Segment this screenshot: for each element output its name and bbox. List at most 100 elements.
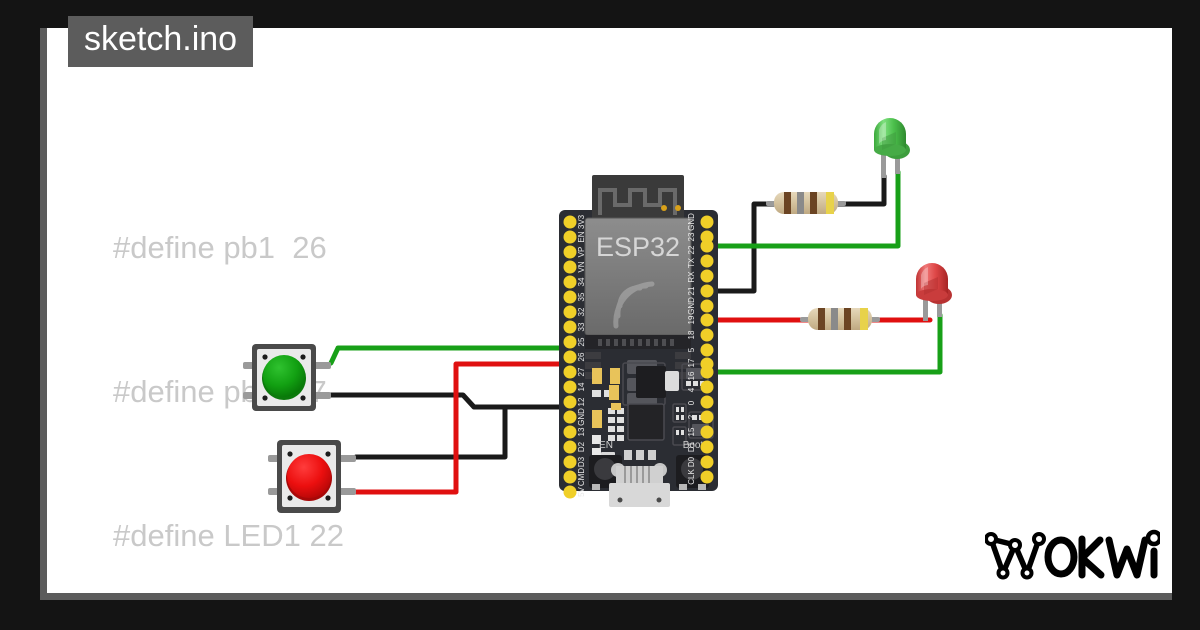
- svg-text:34: 34: [577, 277, 586, 286]
- pin-EN[interactable]: [563, 230, 577, 244]
- svg-text:23: 23: [687, 232, 696, 241]
- wokwi-logo-letters: [1044, 535, 1158, 579]
- resistor-bottom-band-gold: [860, 308, 868, 330]
- led-green-anode-lead: [895, 150, 900, 174]
- pin-12[interactable]: [563, 395, 577, 409]
- pin-D0[interactable]: [700, 455, 714, 469]
- led-red-anode-lead: [937, 295, 942, 317]
- resistor-bottom-band-gray: [831, 308, 838, 330]
- pin-18[interactable]: [700, 328, 714, 342]
- wire-pb2-to-pin27[interactable]: [353, 361, 565, 495]
- en-button-label: EN: [599, 440, 613, 451]
- pin-3V3[interactable]: [563, 215, 577, 229]
- pin-35[interactable]: [563, 290, 577, 304]
- pin-27[interactable]: [563, 365, 577, 379]
- pin-5V[interactable]: [563, 485, 577, 499]
- svg-text:14: 14: [577, 382, 586, 391]
- led-red[interactable]: [916, 263, 952, 321]
- pin-GND-right[interactable]: [700, 299, 714, 313]
- pin-CLK[interactable]: [700, 470, 714, 484]
- wire-pb1-to-gnd[interactable]: [328, 392, 565, 410]
- svg-text:CMD: CMD: [577, 468, 586, 486]
- pushbutton-green[interactable]: [243, 344, 331, 411]
- pushbutton-red[interactable]: [268, 440, 356, 513]
- svg-text:22: 22: [687, 245, 696, 254]
- svg-text:CLK: CLK: [687, 469, 696, 485]
- resistor-bottom-band-brown1: [818, 308, 825, 330]
- pin-13[interactable]: [563, 425, 577, 439]
- svg-text:19: 19: [687, 315, 696, 324]
- svg-text:12: 12: [577, 397, 586, 406]
- svg-text:D2: D2: [577, 441, 586, 452]
- pin-25[interactable]: [563, 335, 577, 349]
- svg-text:EN: EN: [577, 231, 586, 242]
- pb2-screw-tl: [287, 451, 293, 457]
- pin-15[interactable]: [700, 425, 714, 439]
- pb1-screw-bl: [262, 395, 268, 401]
- led-red-highlight: [921, 267, 928, 289]
- pin-VP[interactable]: [563, 245, 577, 259]
- svg-text:5V: 5V: [577, 486, 586, 496]
- pin-VN[interactable]: [563, 260, 577, 274]
- pin-D1[interactable]: [700, 440, 714, 454]
- pin-GND-right-top[interactable]: [700, 215, 714, 229]
- svg-text:33: 33: [577, 322, 586, 331]
- svg-text:VN: VN: [577, 261, 586, 272]
- pin-23[interactable]: [700, 230, 714, 244]
- svg-text:26: 26: [577, 352, 586, 361]
- svg-text:25: 25: [577, 337, 586, 346]
- resistor-bottom[interactable]: [800, 308, 880, 330]
- pin-14[interactable]: [563, 380, 577, 394]
- pb2-cap[interactable]: [287, 454, 331, 498]
- wire-pin22-to-led-green-anode[interactable]: [710, 169, 901, 249]
- pin-D2[interactable]: [563, 440, 577, 454]
- pin-RX[interactable]: [700, 269, 714, 283]
- pin-32[interactable]: [563, 305, 577, 319]
- pin-0[interactable]: [700, 395, 714, 409]
- esp32-board[interactable]: ESP32: [559, 175, 718, 507]
- svg-text:27: 27: [577, 367, 586, 376]
- pin-4[interactable]: [700, 380, 714, 394]
- wire-pin16-to-led-red-anode[interactable]: [710, 312, 943, 375]
- svg-text:16: 16: [687, 371, 696, 380]
- wokwi-logo-nodes: [985, 532, 1046, 580]
- svg-text:GND: GND: [687, 213, 696, 231]
- pb1-cap[interactable]: [263, 355, 305, 397]
- svg-text:5: 5: [687, 347, 696, 352]
- pin-34[interactable]: [563, 275, 577, 289]
- pin-22[interactable]: [700, 239, 714, 253]
- svg-text:RX: RX: [687, 271, 696, 283]
- antenna-pad-left: [661, 205, 667, 211]
- resistor-top-band-brown1: [784, 192, 791, 214]
- esp32-antenna-area: [592, 175, 684, 225]
- wire-layer: [328, 169, 943, 495]
- wire-pb2-to-gnd[interactable]: [353, 404, 508, 460]
- led-red-cathode-lead: [923, 295, 928, 321]
- pin-2[interactable]: [700, 410, 714, 424]
- wire-resistor1-to-led-green-cathode[interactable]: [835, 173, 887, 207]
- en-button[interactable]: [589, 455, 622, 490]
- pin-5[interactable]: [700, 343, 714, 357]
- pin-TX[interactable]: [700, 254, 714, 268]
- pin-19[interactable]: [700, 313, 714, 327]
- wire-pb1-to-pin26[interactable]: [328, 345, 565, 366]
- pin-D3[interactable]: [563, 455, 577, 469]
- led-green[interactable]: [874, 118, 910, 178]
- pin-21[interactable]: [700, 284, 714, 298]
- pin-26[interactable]: [563, 350, 577, 364]
- resistor-top[interactable]: [766, 192, 846, 214]
- pb1-screw-br: [300, 395, 306, 401]
- pin-CMD[interactable]: [563, 470, 577, 484]
- file-tab-label: sketch.ino: [84, 20, 238, 58]
- svg-text:21: 21: [687, 286, 696, 295]
- resistor-top-band-gold: [826, 192, 834, 214]
- svg-text:D1: D1: [687, 441, 696, 452]
- pin-GND-left[interactable]: [563, 410, 577, 424]
- pin-16[interactable]: [700, 365, 714, 379]
- led-red-reflector: [924, 277, 938, 295]
- pin-33[interactable]: [563, 320, 577, 334]
- pb1-screw-tr: [300, 354, 306, 360]
- file-tab-sketch-ino[interactable]: sketch.ino: [68, 16, 254, 67]
